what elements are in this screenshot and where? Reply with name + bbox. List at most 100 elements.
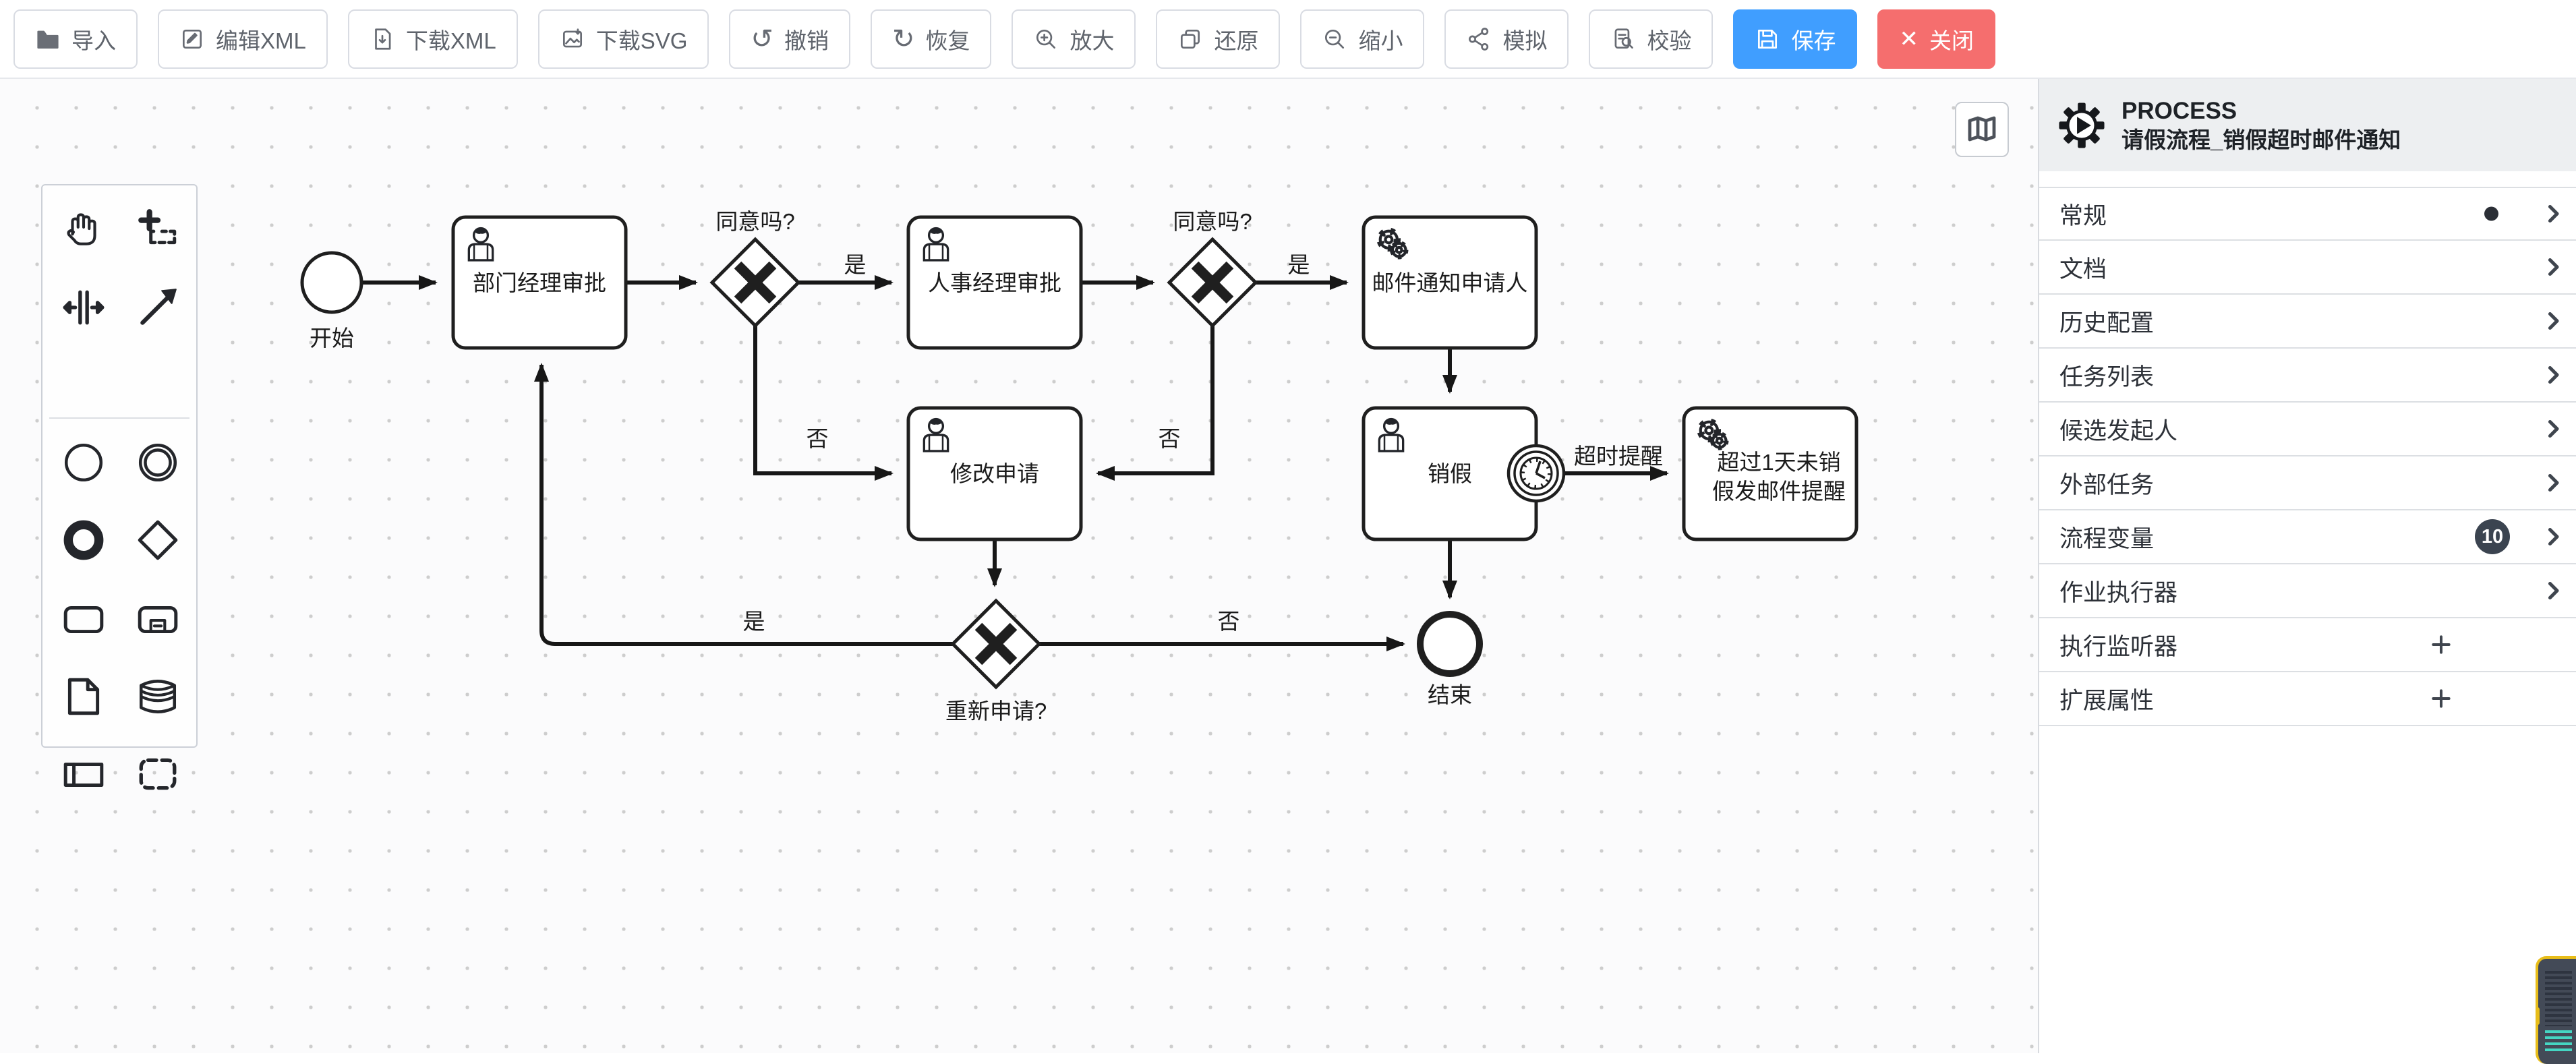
section-task-list[interactable]: 任务列表 (2039, 349, 2576, 403)
share-simulate-icon (1469, 27, 1489, 51)
connect-tool[interactable] (134, 283, 182, 332)
reset-view-button[interactable]: 还原 (1156, 9, 1281, 69)
chevron-right-icon (2541, 363, 2565, 387)
gateway-2-label: 同意吗? (1173, 209, 1252, 234)
task-modify-application[interactable] (906, 406, 1083, 541)
subprocess-tool[interactable] (134, 595, 182, 643)
participant-tool[interactable] (59, 750, 108, 798)
task-hr-approval[interactable] (906, 215, 1083, 350)
exclusive-x-icon (1191, 261, 1234, 304)
section-label: 历史配置 (2059, 309, 2155, 336)
save-button[interactable]: 保存 (1733, 9, 1858, 69)
download-xml-button[interactable]: 下载XML (347, 9, 518, 69)
flow-gw1-no-to-modify[interactable] (753, 326, 894, 481)
task-overdue-reminder-label-2: 假发邮件提醒 (1712, 479, 1846, 504)
edge-label-no-1: 否 (807, 426, 829, 451)
close-x-icon: ✕ (1899, 26, 1919, 52)
section-general[interactable]: 常规 (2039, 187, 2576, 241)
corner-widget-teal-lines (2545, 1030, 2572, 1053)
import-button[interactable]: 导入 (13, 9, 138, 69)
hand-tool[interactable] (59, 204, 108, 253)
end-event-tool[interactable] (59, 516, 108, 564)
connect-tool-icon (140, 289, 177, 325)
exclusive-x-icon (734, 261, 777, 304)
gateway-tool[interactable] (134, 516, 182, 564)
lasso-tool-icon (138, 209, 177, 245)
close-label: 关闭 (1929, 28, 1974, 53)
task-tool[interactable] (59, 595, 108, 643)
lasso-tool[interactable] (134, 204, 182, 253)
corner-widget[interactable] (2536, 956, 2576, 1064)
start-event-icon (64, 443, 103, 482)
group-tool[interactable] (134, 750, 182, 798)
add-plus-icon[interactable] (2429, 686, 2453, 711)
flow-gw3-yes-to-dept[interactable] (534, 363, 953, 646)
data-object-tool[interactable] (59, 672, 108, 721)
map-icon (1968, 116, 1996, 142)
section-documentation[interactable]: 文档 (2039, 241, 2576, 295)
palette-separator (49, 417, 189, 419)
file-download-icon (375, 28, 391, 50)
participant-icon (63, 763, 104, 787)
corner-widget-notch (2538, 1007, 2540, 1025)
edge-label-timeout: 超时提醒 (1574, 444, 1663, 469)
flow-gw2-no-to-modify[interactable] (1096, 326, 1214, 481)
zoom-out-label: 缩小 (1358, 28, 1403, 53)
data-store-tool[interactable] (134, 672, 182, 721)
intermediate-event-tool[interactable] (134, 438, 182, 487)
sequence-flows[interactable] (361, 275, 1669, 651)
toolbar: 导入 编辑XML 下载XML 下载SVG ↺ 撤销 ↻ 恢复 放大 还原 缩小 … (0, 0, 2576, 79)
task-cancel-leave-label: 销假 (1428, 461, 1472, 486)
simulate-label: 模拟 (1502, 28, 1548, 53)
section-external-task[interactable]: 外部任务 (2039, 456, 2576, 510)
section-history-config[interactable]: 历史配置 (2039, 295, 2576, 349)
start-event[interactable] (300, 251, 363, 314)
close-button[interactable]: ✕ 关闭 (1877, 9, 1995, 69)
section-label: 候选发起人 (2059, 417, 2178, 444)
section-execution-listener[interactable]: 执行监听器 (2039, 618, 2576, 672)
section-job-executor[interactable]: 作业执行器 (2039, 564, 2576, 618)
edge-label-no-3: 否 (1218, 609, 1240, 634)
corner-widget-lines (2545, 968, 2572, 1026)
reset-copy-icon (1181, 29, 1200, 49)
chevron-right-icon (2541, 417, 2565, 441)
download-xml-label: 下载XML (405, 28, 496, 53)
download-svg-label: 下载SVG (595, 28, 688, 53)
bpmn-canvas[interactable]: 开始 部门经理审批 同意吗? 是 否 人事经理审批 同意吗? 是 否 邮件通知申… (0, 79, 2038, 1053)
chevron-right-icon (2541, 471, 2565, 495)
zoom-in-label: 放大 (1070, 28, 1115, 53)
chevron-right-icon (2541, 202, 2565, 226)
section-candidate-starter[interactable]: 候选发起人 (2039, 403, 2576, 456)
section-label: 文档 (2059, 256, 2107, 283)
clock-hands (1535, 461, 1546, 479)
zoom-out-button[interactable]: 缩小 (1300, 9, 1425, 69)
boundary-timer-event[interactable] (1506, 444, 1566, 503)
task-dept-approval[interactable] (451, 215, 628, 350)
task-dept-approval-label: 部门经理审批 (473, 270, 606, 295)
validate-button[interactable]: 校验 (1589, 9, 1714, 69)
data-store-icon (139, 680, 177, 713)
bpmn-diagram: 开始 部门经理审批 同意吗? 是 否 人事经理审批 同意吗? 是 否 邮件通知申… (300, 209, 1858, 723)
minimap-toggle-button[interactable] (1955, 102, 2009, 157)
simulate-button[interactable]: 模拟 (1444, 9, 1569, 69)
add-plus-icon[interactable] (2429, 632, 2453, 657)
space-tool-icon (63, 290, 105, 325)
redo-icon: ↻ (891, 24, 915, 54)
section-extension-properties[interactable]: 扩展属性 (2039, 672, 2576, 726)
edit-xml-button[interactable]: 编辑XML (158, 9, 328, 69)
end-event[interactable] (1417, 611, 1483, 677)
undo-button[interactable]: ↺ 撤销 (729, 9, 850, 69)
space-tool[interactable] (59, 283, 108, 332)
redo-button[interactable]: ↻ 恢复 (870, 9, 992, 69)
zoom-in-button[interactable]: 放大 (1012, 9, 1136, 69)
section-process-variables[interactable]: 流程变量 10 (2039, 510, 2576, 564)
validate-label: 校验 (1647, 28, 1692, 53)
intermediate-event-icon (138, 443, 177, 482)
gateway-1-label: 同意吗? (715, 209, 794, 234)
edit-square-icon (182, 29, 202, 49)
start-event-tool[interactable] (59, 438, 108, 487)
save-floppy-icon (1758, 29, 1778, 49)
hand-tool-icon (67, 213, 96, 245)
section-label: 流程变量 (2059, 525, 2155, 552)
download-svg-button[interactable]: 下载SVG (537, 9, 709, 69)
